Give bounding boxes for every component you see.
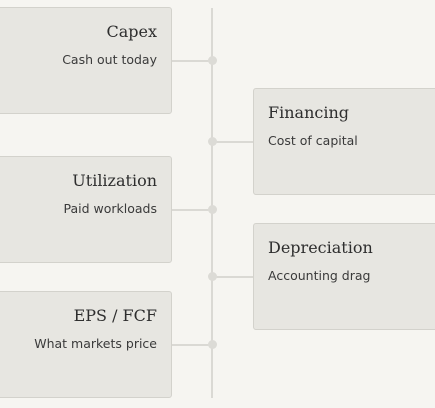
card-subtitle: Paid workloads [63, 201, 158, 216]
card-title: EPS / FCF [73, 306, 157, 325]
card-subtitle: Accounting drag [268, 268, 371, 283]
node-dot-depreciation [208, 272, 217, 281]
connector-financing [212, 141, 254, 143]
connector-eps-fcf [172, 344, 212, 346]
card-subtitle: Cash out today [62, 52, 157, 67]
card-title: Utilization [72, 171, 157, 190]
card-capex: Capex Cash out today [0, 7, 172, 114]
card-title: Depreciation [268, 238, 373, 257]
card-financing: Financing Cost of capital [253, 88, 435, 195]
card-title: Capex [106, 22, 157, 41]
card-utilization: Utilization Paid workloads [0, 156, 172, 263]
node-dot-utilization [208, 205, 217, 214]
node-dot-financing [208, 137, 217, 146]
connector-utilization [172, 209, 212, 211]
card-subtitle: Cost of capital [268, 133, 358, 148]
timeline-spine [211, 8, 213, 398]
card-depreciation: Depreciation Accounting drag [253, 223, 435, 330]
card-title: Financing [268, 103, 349, 122]
node-dot-capex [208, 56, 217, 65]
card-eps-fcf: EPS / FCF What markets price [0, 291, 172, 398]
card-subtitle: What markets price [34, 336, 157, 351]
connector-capex [172, 60, 212, 62]
connector-depreciation [212, 276, 254, 278]
node-dot-eps-fcf [208, 340, 217, 349]
